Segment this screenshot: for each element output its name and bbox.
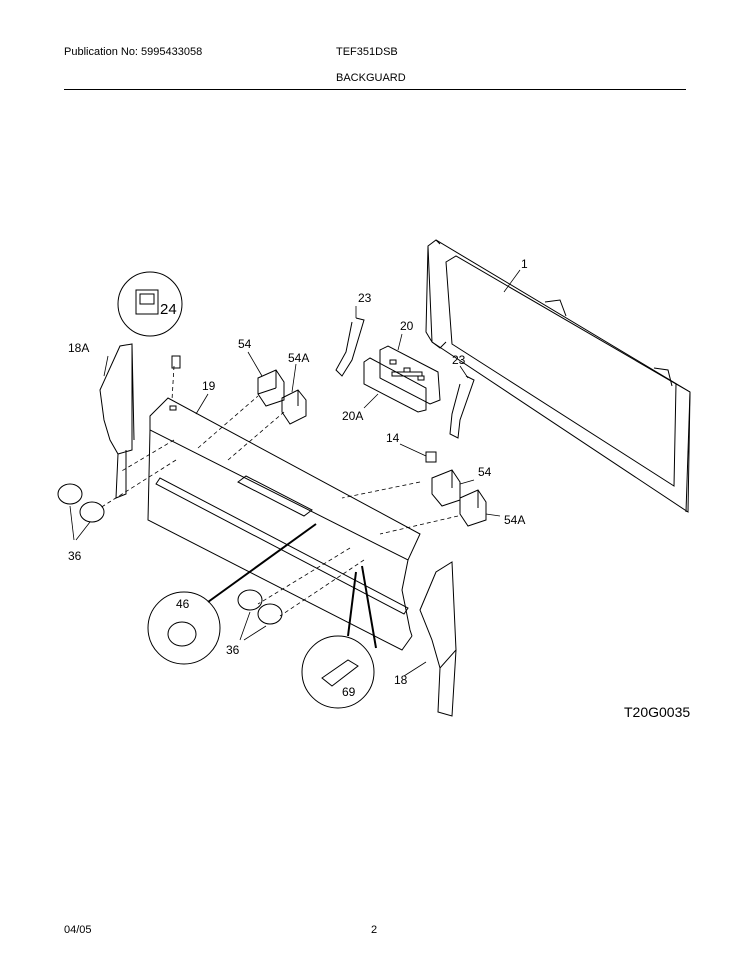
label-part-23-top: 23 [358, 291, 372, 305]
bracket-right [449, 375, 475, 439]
label-part-69: 69 [342, 685, 356, 699]
label-part-18a: 18A [68, 341, 89, 355]
model-number: TEF351DSB [336, 46, 398, 58]
control-panel [147, 397, 421, 651]
label-part-20: 20 [400, 319, 414, 333]
label-part-54a-right: 54A [504, 513, 525, 527]
label-part-23-right: 23 [452, 353, 466, 367]
bracket-left [335, 317, 365, 377]
publication-number: Publication No: 5995433058 [64, 46, 203, 58]
section-title: BACKGUARD [336, 72, 406, 84]
label-part-18: 18 [394, 673, 408, 687]
knobs-left [57, 483, 105, 523]
callout-46 [147, 523, 317, 665]
label-part-54-top: 54 [238, 337, 252, 351]
label-part-14: 14 [386, 431, 400, 445]
switch-54a-top [281, 389, 307, 425]
switch-24-part [171, 355, 181, 369]
label-part-24: 24 [160, 301, 177, 318]
header-rule [64, 89, 686, 90]
drawing-code: T20G0035 [624, 704, 691, 720]
label-part-19: 19 [202, 379, 216, 393]
switch-54a-right [459, 489, 487, 527]
knobs-center [237, 589, 283, 625]
back-panel [425, 239, 691, 513]
label-part-54-right: 54 [478, 465, 492, 479]
switch-54-top [257, 369, 285, 407]
footer-page-number: 2 [371, 924, 378, 936]
callout-24 [117, 271, 183, 337]
label-part-20a: 20A [342, 409, 363, 423]
label-part-46: 46 [176, 597, 190, 611]
control-board [363, 345, 441, 413]
right-end-cap [419, 561, 457, 717]
label-part-1: 1 [521, 257, 528, 271]
footer-date: 04/05 [64, 924, 92, 936]
switch-54-right [431, 469, 461, 507]
label-part-54a-top: 54A [288, 351, 309, 365]
label-part-36-left: 36 [68, 549, 82, 563]
indicator-light [425, 451, 437, 463]
leader-lines [69, 269, 521, 677]
dashed-paths [99, 365, 459, 617]
callout-69 [301, 565, 377, 709]
label-part-36-center: 36 [226, 643, 240, 657]
left-end-cap [99, 343, 135, 499]
